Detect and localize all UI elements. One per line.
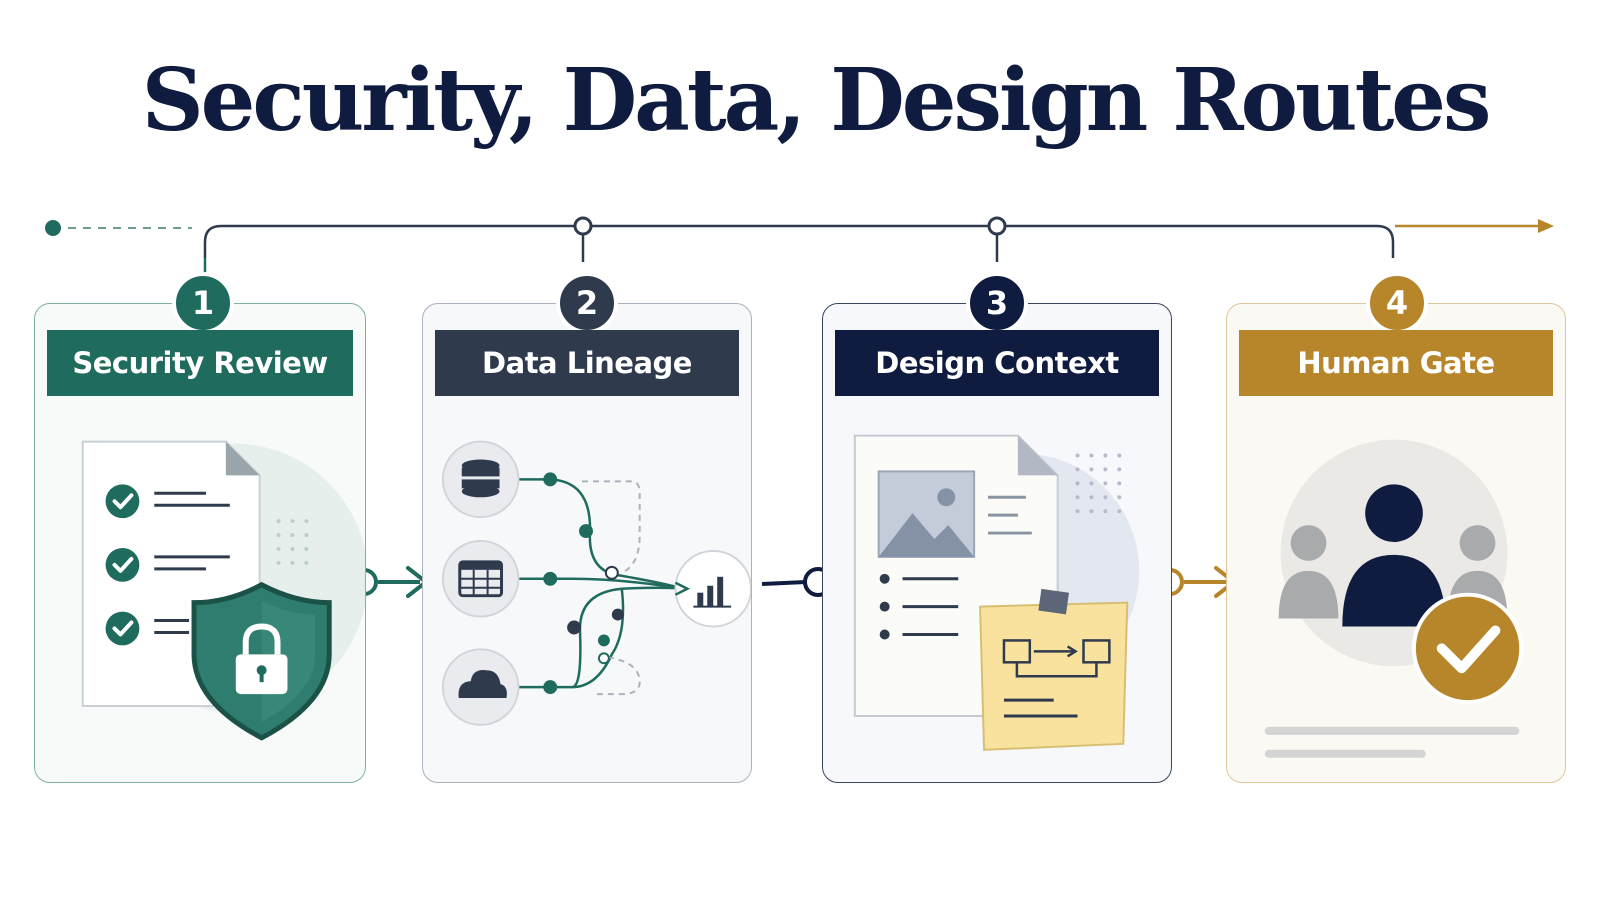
timeline-node-3 — [987, 216, 1007, 236]
lineage-nodes — [543, 472, 624, 695]
timeline-bracket — [203, 224, 1395, 258]
dot-grid-decoration — [1075, 453, 1122, 514]
cloud-icon — [441, 648, 520, 726]
dot-grid-decoration — [276, 519, 309, 565]
shield-lock-icon — [191, 581, 332, 741]
approval-check-icon — [1411, 592, 1524, 705]
step-number-badge: 1 — [172, 272, 234, 334]
step-card-design-context: 3 Design Context — [822, 272, 1172, 783]
lineage-paths — [512, 478, 684, 689]
timeline-start-dot — [45, 220, 61, 236]
connector-2-3 — [761, 567, 833, 597]
step-card-security-review: 1 Security Review — [34, 272, 366, 783]
sticky-note-flowchart-icon — [979, 588, 1129, 751]
step-number-badge: 2 — [556, 272, 618, 334]
step-card-human-gate: 4 Human Gate — [1226, 272, 1566, 783]
step-card-data-lineage: 2 Data Lineage — [422, 272, 752, 783]
step-label: Human Gate — [1239, 330, 1553, 396]
database-icon — [441, 440, 520, 519]
lineage-dashed-paths — [582, 480, 641, 696]
step-number-badge: 4 — [1366, 272, 1428, 334]
diagram-title: Security, Data, Design Routes — [141, 50, 1492, 151]
timeline-node-2 — [573, 216, 593, 236]
step-label: Data Lineage — [435, 330, 739, 396]
step-label: Security Review — [47, 330, 353, 396]
table-icon — [441, 540, 520, 618]
step-label: Design Context — [835, 330, 1159, 396]
bar-chart-icon — [674, 549, 751, 628]
